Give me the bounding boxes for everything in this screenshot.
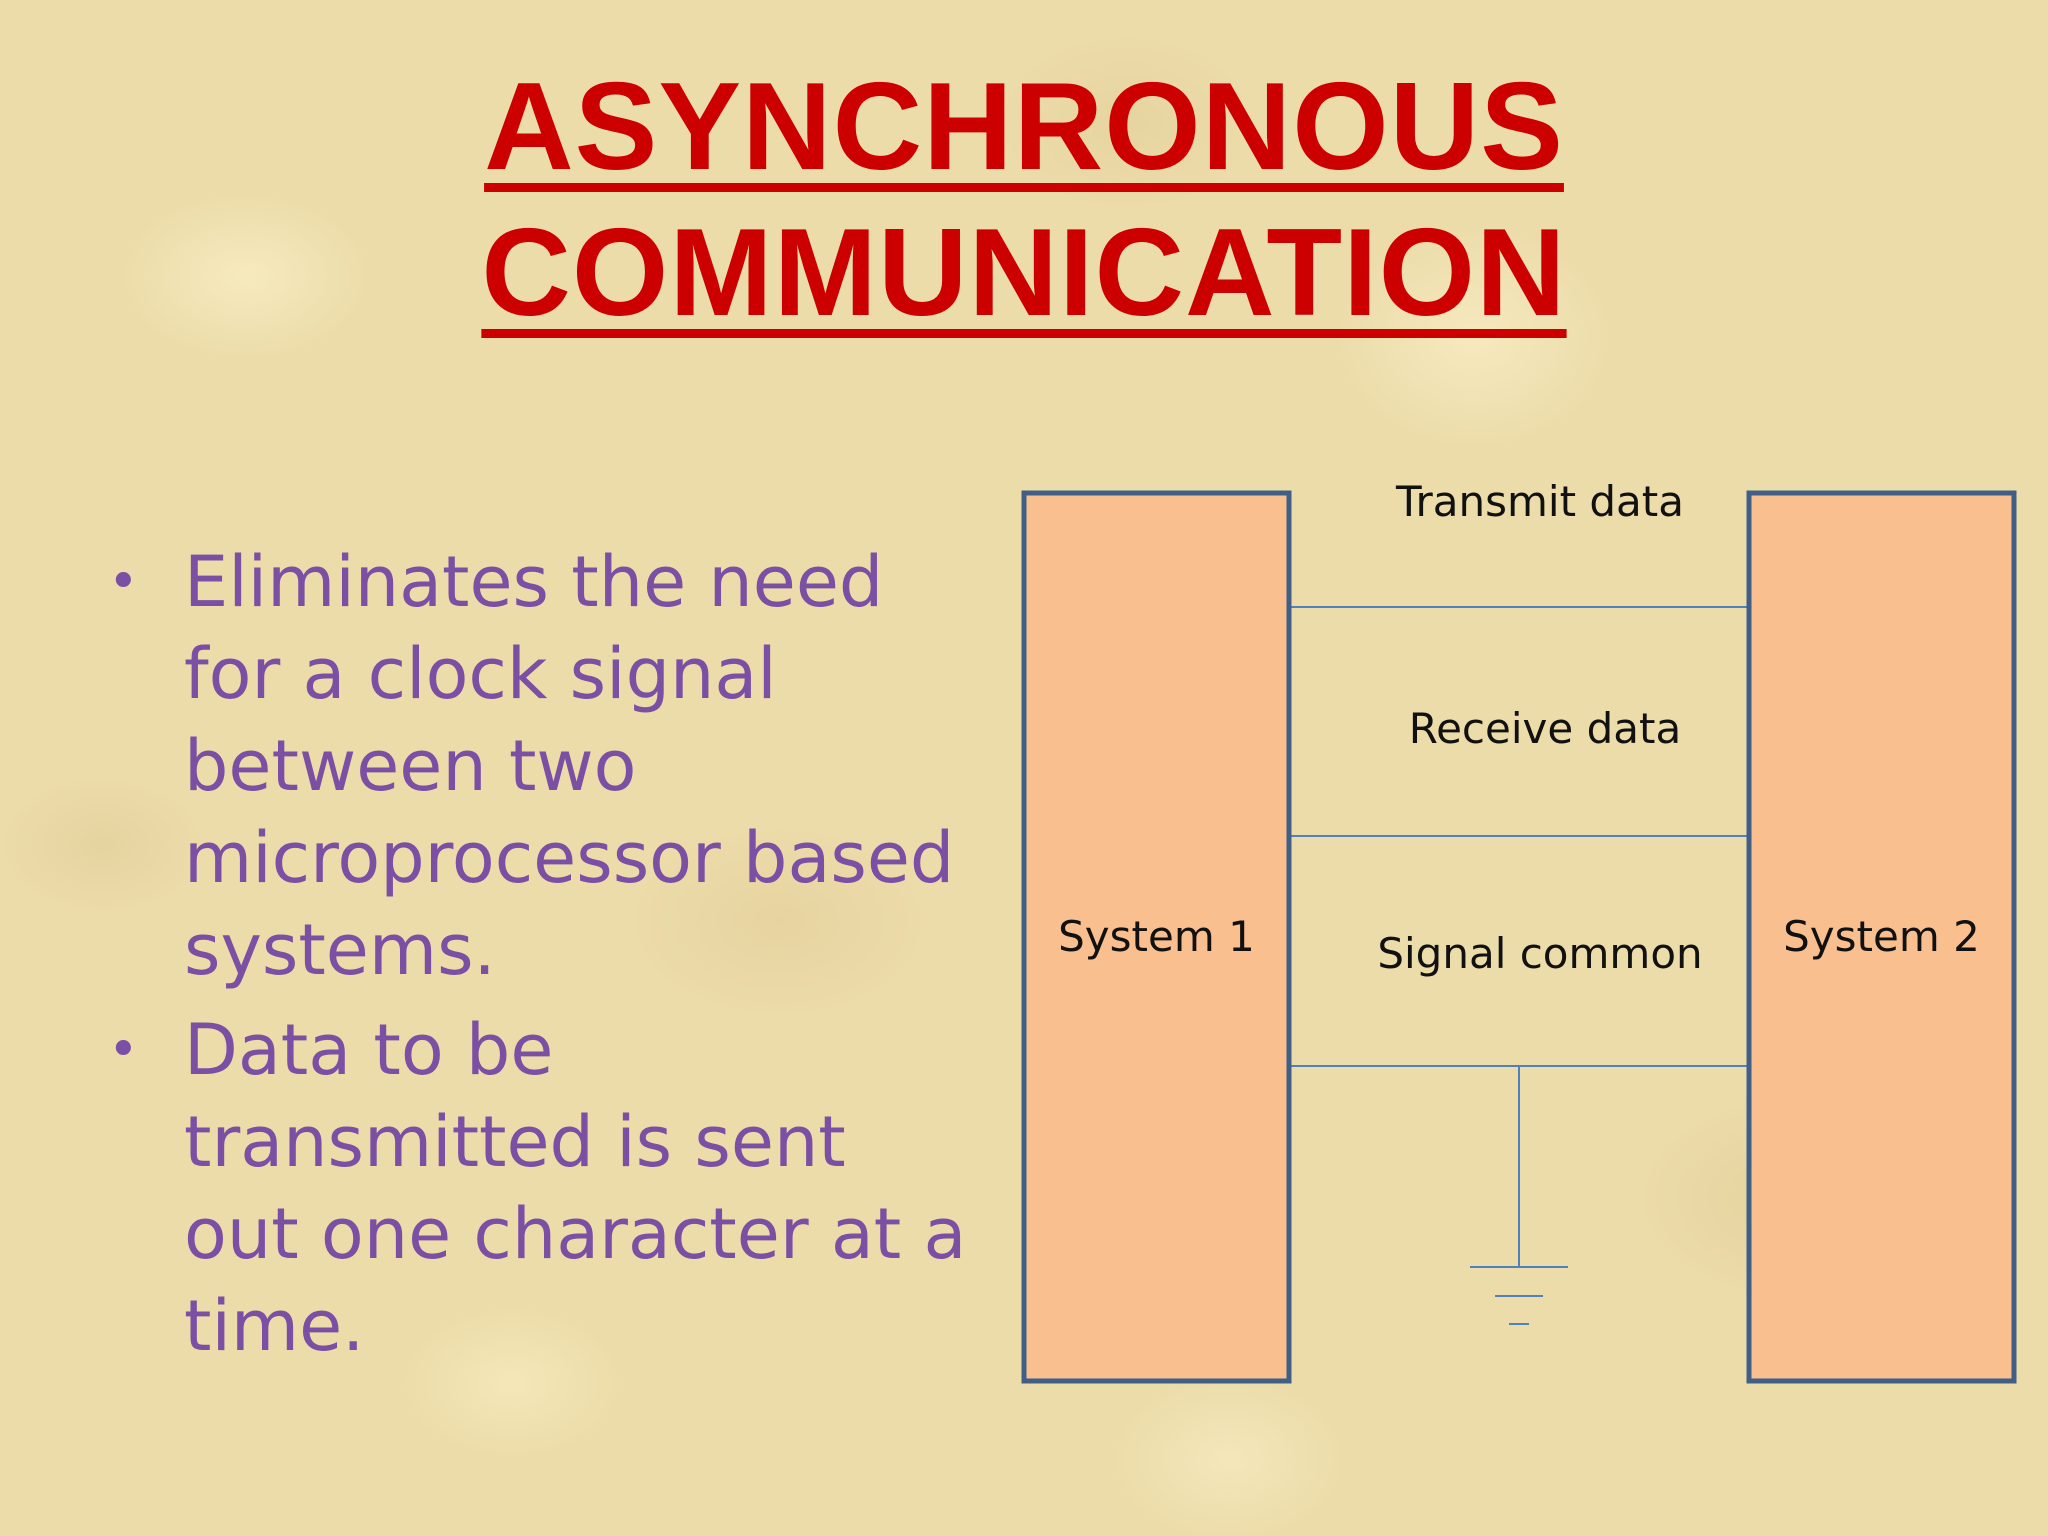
receive-data-label: Receive data [1408,704,1682,753]
bullet-item: • Data to be transmitted is sent out one… [100,1004,980,1372]
bullet-text: Data to be transmitted is sent out one c… [184,1009,967,1367]
system-1-label: System 1 [1058,912,1255,961]
title-line-2: COMMUNICATION [481,204,1567,342]
bullet-dot-icon: • [108,1020,139,1080]
title-line-1: ASYNCHRONOUS [484,58,1564,196]
transmit-data-label: Transmit data [1396,477,1684,526]
bullet-list: • Eliminates the need for a clock signal… [100,536,980,1380]
system-2-box [1746,490,2017,1384]
system-2-label: System 2 [1783,912,1980,961]
ground-icon [1470,1066,1568,1325]
signal-common-label: Signal common [1377,929,1703,978]
slide-title: ASYNCHRONOUS COMMUNICATION [0,54,2048,346]
bullet-dot-icon: • [108,552,139,612]
bullet-text: Eliminates the need for a clock signal b… [184,541,955,991]
system-1-box [1021,490,1292,1384]
bullet-item: • Eliminates the need for a clock signal… [100,536,980,996]
